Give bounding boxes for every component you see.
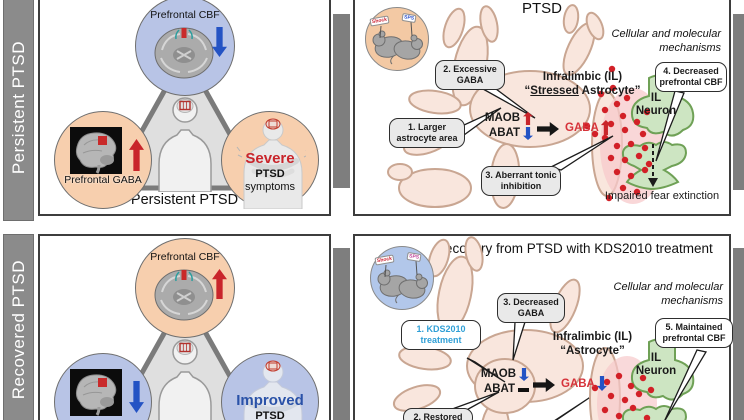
symptoms-circle: Improved PTSD bbox=[221, 353, 319, 420]
kds-line2: treatment bbox=[420, 335, 462, 345]
prefrontal-cbf-label: Prefrontal CBF bbox=[150, 9, 220, 21]
box-larger-astrocyte: 1. Larger astrocyte area bbox=[389, 118, 465, 148]
region-line1: Infralimbic (IL) bbox=[552, 331, 633, 343]
gaba-label: GABA bbox=[565, 121, 599, 134]
outcome-label: Impaired fear extinction bbox=[604, 190, 720, 202]
il-neuron-label: IL Neuron bbox=[627, 352, 685, 378]
gaba-down-arrow bbox=[129, 381, 144, 413]
abat-down-arrow bbox=[523, 127, 533, 140]
note-line2: mechanisms bbox=[661, 295, 723, 307]
il-word: IL bbox=[650, 352, 662, 364]
severity-word: Severe bbox=[245, 150, 295, 167]
panel-shadow bbox=[333, 14, 350, 188]
mouse-model-circle: Shock SPS bbox=[370, 246, 434, 310]
astrocyte-neuron-graphic bbox=[392, 236, 708, 420]
improved-word: Improved bbox=[236, 392, 304, 409]
kds-line1: 1. KDS2010 bbox=[416, 324, 466, 334]
ptsd-word: PTSD bbox=[255, 410, 285, 420]
box-excessive-gaba: 2. Excessive GABA bbox=[435, 60, 505, 90]
patient-silhouette-icon bbox=[243, 360, 303, 420]
mechanism-title: Recovery from PTSD with KDS2010 treatmen… bbox=[435, 241, 713, 256]
prefrontal-cbf-circle: Prefrontal CBF bbox=[135, 0, 235, 96]
il-word: IL bbox=[650, 92, 662, 104]
panel-shadow bbox=[333, 248, 350, 420]
stressed-word: Stressed bbox=[530, 85, 579, 97]
box-decreased-gaba: 3. Decreased GABA bbox=[497, 293, 565, 323]
mechanism-note: Cellular and molecular mechanisms bbox=[614, 280, 723, 308]
sagittal-brain-image bbox=[70, 127, 122, 174]
note-line2: mechanisms bbox=[659, 42, 721, 54]
maob-row: MAOB bbox=[475, 111, 533, 126]
panel-persistent-mechanisms: PTSD Cellular and molecular mechanisms S… bbox=[353, 0, 731, 216]
person-silhouette-icon bbox=[158, 97, 212, 192]
gaba-up-arrow bbox=[129, 139, 144, 171]
gaba-label: GABA bbox=[561, 377, 595, 390]
enzyme-block: MAOB ABAT bbox=[471, 367, 529, 397]
ptsd-word: PTSD bbox=[255, 168, 285, 180]
gaba-down-arrow bbox=[597, 376, 607, 391]
panel-shadow bbox=[733, 14, 744, 190]
panel-caption: Persistent PTSD bbox=[130, 192, 239, 208]
neuron-word: Neuron bbox=[635, 105, 677, 117]
neuron-word: Neuron bbox=[635, 365, 677, 377]
mechanism-title: PTSD bbox=[521, 0, 562, 17]
prefrontal-gaba-label: Prefrontal GABA bbox=[64, 174, 142, 186]
il-neuron-label: IL Neuron bbox=[627, 92, 685, 118]
box-kds2010-treatment: 1. KDS2010 treatment bbox=[401, 320, 481, 350]
prefrontal-gaba-circle: Prefrontal GABA bbox=[54, 111, 152, 209]
sagittal-brain-image bbox=[70, 369, 122, 416]
prefrontal-cbf-label: Prefrontal CBF bbox=[150, 251, 220, 263]
note-line1: Cellular and molecular bbox=[613, 281, 723, 293]
maob-label: MAOB bbox=[484, 112, 520, 124]
abat-row: ABAT bbox=[475, 126, 533, 141]
gaba-release: GABA bbox=[565, 120, 611, 135]
axial-brain-image bbox=[154, 27, 214, 79]
gaba-release: GABA bbox=[561, 376, 607, 391]
box-decreased-cbf: 4. Decreased prefrontal CBF bbox=[655, 62, 727, 92]
note-line1: Cellular and molecular bbox=[611, 28, 721, 40]
mechanism-note: Cellular and molecular mechanisms bbox=[612, 27, 721, 55]
astrocyte-neuron-graphic bbox=[387, 4, 695, 209]
maob-row: MAOB bbox=[471, 367, 529, 382]
box-aberrant-inhibition: 3. Aberrant tonic inhibition bbox=[481, 166, 561, 196]
abat-label: ABAT bbox=[483, 383, 515, 395]
abat-row: ABAT bbox=[471, 382, 529, 397]
gaba-up-arrow bbox=[600, 120, 611, 135]
enzyme-block: MAOB ABAT bbox=[475, 111, 533, 141]
sidebar-persistent-label: Persistent PTSD bbox=[8, 40, 28, 175]
maob-up-arrow bbox=[523, 112, 533, 125]
mice-icon bbox=[377, 260, 428, 304]
abat-label: ABAT bbox=[488, 127, 520, 139]
panel-recovered-mechanisms: Recovery from PTSD with KDS2010 treatmen… bbox=[353, 234, 733, 420]
person-silhouette-icon bbox=[158, 339, 212, 420]
axial-brain-image bbox=[154, 269, 214, 321]
panel-persistent-summary: Prefrontal CBF bbox=[38, 0, 331, 216]
abat-no-change-dash bbox=[518, 387, 529, 392]
mouse-model-circle: Shock SPS bbox=[365, 7, 429, 71]
region-line1: Infralimbic (IL) bbox=[542, 71, 623, 83]
sidebar-persistent-ptsd: Persistent PTSD bbox=[3, 0, 34, 221]
panel-shadow bbox=[733, 248, 744, 420]
maob-down-arrow bbox=[519, 368, 529, 381]
region-label: Infralimbic (IL) “Stressed Astrocyte” bbox=[505, 70, 660, 98]
region-line2: “Stressed Astrocyte” bbox=[524, 85, 641, 97]
mice-icon bbox=[372, 21, 423, 65]
patient-silhouette-icon bbox=[236, 118, 306, 209]
maob-label: MAOB bbox=[480, 368, 516, 380]
sidebar-recovered-ptsd: Recovered PTSD bbox=[3, 234, 34, 420]
symptoms-circle: Severe PTSD symptoms bbox=[221, 111, 319, 209]
box-maintained-cbf: 5. Maintained prefrontal CBF bbox=[655, 318, 733, 348]
sidebar-recovered-label: Recovered PTSD bbox=[8, 260, 28, 400]
region-line2: “Astrocyte” bbox=[560, 345, 625, 357]
panel-recovered-summary: Prefrontal CBF bbox=[38, 234, 331, 420]
symptoms-word: symptoms bbox=[244, 181, 296, 193]
box-restored-partial: 2. Restored bbox=[403, 408, 473, 420]
region-label: Infralimbic (IL) “Astrocyte” bbox=[515, 330, 670, 358]
prefrontal-cbf-circle: Prefrontal CBF bbox=[135, 238, 235, 338]
